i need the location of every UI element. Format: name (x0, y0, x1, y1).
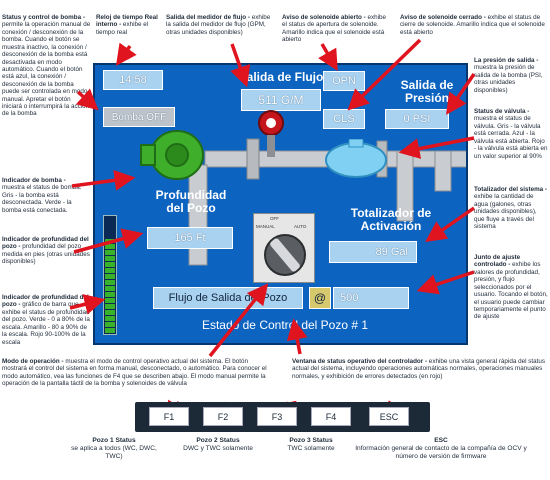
setpoint-button[interactable]: Flujo de Salida del Pozo (153, 287, 303, 309)
mode-auto-label: AUTO (294, 224, 307, 229)
flow-value: 511 G/M (241, 89, 321, 111)
pressure-value: 0 PSI (385, 109, 449, 129)
mode-off-label: OFF (270, 216, 279, 221)
annotation-ajuste: Junto de ajuste controlado - exhibe los … (474, 254, 548, 321)
function-key-bar: F1 F2 F3 F4 ESC (135, 402, 430, 432)
at-symbol: @ (309, 287, 331, 309)
setpoint-value[interactable]: 500 (333, 287, 409, 309)
annotation-solenoide-cerrado: Aviso de solenoide cerrado - exhibe el s… (400, 14, 545, 36)
f3-key[interactable]: F3 (257, 407, 297, 426)
f2-key[interactable]: F2 (203, 407, 243, 426)
selector-knob-icon (264, 234, 306, 276)
annotation-solenoide-abierto: Aviso de solenoide abierto - exhibe el s… (282, 14, 387, 44)
annotation-indicador-profundidad: Indicador de profundidad del pozo - prof… (2, 236, 90, 266)
annotation-salida-medidor: Salida del medidor de flujo - exhibe la … (166, 14, 271, 36)
depth-bar-graph (103, 215, 117, 335)
annotation-indicador-bomba: Indicador de bomba - muestra el status d… (2, 177, 82, 214)
annotation-control-bomba: Status y control de bomba - permite la o… (2, 14, 91, 118)
valve-icon (325, 139, 387, 178)
hmi-screen: 14:58 Bomba OFF Salida de Flujo 511 G/M … (93, 63, 468, 345)
flow-meter-icon (258, 110, 284, 157)
totalizer-value: 89 Gal (329, 241, 417, 263)
depth-bar-fill (105, 238, 115, 333)
solenoid-closed-indicator: CLS (323, 109, 365, 129)
arrow-clock (115, 42, 137, 66)
pump-off-button[interactable]: Bomba OFF (103, 107, 175, 127)
depth-value: 165 Ft (147, 227, 233, 249)
clock-display: 14:58 (103, 70, 163, 90)
status-window: Estado de Control del Pozo # 1 (201, 318, 369, 332)
mode-manual-label: MANUAL (256, 224, 275, 229)
annotation-presion: La presión de salida - muestra la presió… (474, 57, 543, 94)
mode-selector[interactable]: OFF MANUAL AUTO (253, 213, 315, 283)
annotation-valvula: Status de válvula - muestra el status de… (474, 108, 548, 160)
annotation-modo-operacion: Modo de operación - muestra el modo de c… (2, 358, 267, 388)
pipe-flange-1 (246, 138, 260, 180)
solenoid-open-indicator: OPN (323, 71, 365, 91)
esc-key[interactable]: ESC (369, 407, 409, 426)
annotation-totalizador: Totalizador del sistema - exhibe la cant… (474, 186, 548, 231)
f4-key[interactable]: F4 (311, 407, 351, 426)
annotation-reloj: Reloj de tiempo Real interno - exhibe el… (96, 14, 158, 36)
annotation-ventana-status: Ventana de status operativo del controla… (292, 358, 546, 380)
f1-key[interactable]: F1 (149, 407, 189, 426)
right-pipe (434, 150, 452, 192)
pump-icon (140, 130, 204, 180)
annotation-grafico-profundidad: Indicador de profundidad del pozo - gráf… (2, 294, 90, 346)
flow-title: Salida de Flujo (238, 70, 324, 84)
